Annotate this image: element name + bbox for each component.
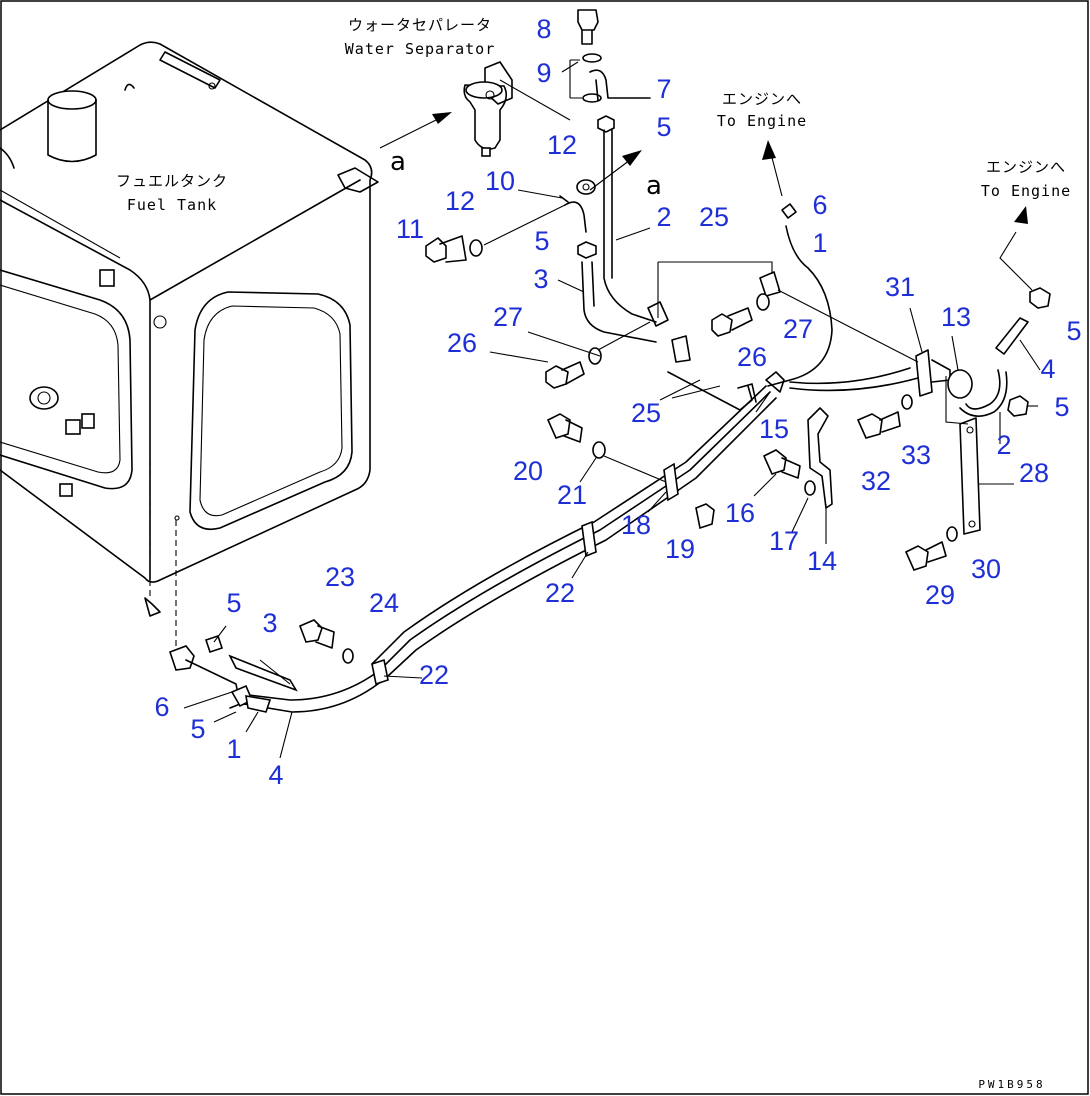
callout-5-top: 5: [656, 112, 671, 142]
callout-31: 31: [885, 272, 915, 302]
to-engine-jp-label-1: エンジンへ: [722, 90, 802, 108]
callout-3-bottom: 3: [262, 608, 277, 638]
callout-4-bottom: 4: [268, 760, 283, 790]
view-letter-2: a: [646, 171, 662, 201]
clamp-assembly: [545, 261, 919, 411]
callout-17: 17: [769, 526, 799, 556]
callout-12-mid: 12: [445, 186, 475, 216]
callout-21: 21: [557, 480, 587, 510]
callout-25-bottom: 25: [631, 398, 661, 428]
callout-14: 14: [807, 546, 837, 576]
view-arrows: [379, 112, 642, 191]
callout-18: 18: [621, 510, 651, 540]
callout-4-right: 4: [1040, 354, 1055, 384]
callout-13: 13: [941, 302, 971, 332]
callout-15: 15: [759, 414, 789, 444]
callout-28: 28: [1019, 458, 1049, 488]
water-separator: [463, 61, 571, 157]
to-engine-en-label-2: To Engine: [981, 182, 1071, 200]
callout-9: 9: [536, 58, 551, 88]
callout-1-top: 1: [812, 228, 827, 258]
fuel-hoses: [168, 140, 919, 713]
callout-20: 20: [513, 456, 543, 486]
callout-11: 11: [396, 214, 424, 244]
callout-27-right: 27: [783, 314, 813, 344]
view-letter-1: a: [390, 147, 406, 177]
drawing-code: PW1B958: [978, 1078, 1045, 1091]
callout-numbers: 8 9 7 5 12 10 12 11 5 2 25 6 1 3 27 26 2…: [154, 14, 1081, 790]
callout-10: 10: [485, 166, 515, 196]
callout-19: 19: [665, 534, 695, 564]
callout-5-mid: 5: [534, 226, 549, 256]
callout-12-top: 12: [547, 130, 577, 160]
fuel-tank-jp-label: フュエルタンク: [116, 172, 228, 190]
callout-5-right-top: 5: [1066, 316, 1081, 346]
callout-8: 8: [536, 14, 551, 44]
callout-6-top: 6: [812, 190, 827, 220]
fuel-tank: [0, 41, 379, 660]
callout-16: 16: [725, 498, 755, 528]
callout-2-right: 2: [996, 430, 1011, 460]
fuel-tank-en-label: Fuel Tank: [127, 196, 217, 214]
callout-1-bottom: 1: [226, 734, 241, 764]
callout-27-left: 27: [493, 302, 523, 332]
callout-5-right: 5: [1054, 392, 1069, 422]
callout-23: 23: [325, 562, 355, 592]
callout-26-right: 26: [737, 342, 767, 372]
callout-7: 7: [656, 74, 671, 104]
fittings-top: [425, 9, 657, 343]
callout-5-bottom: 5: [190, 714, 205, 744]
callout-25-top: 25: [699, 202, 729, 232]
callout-33: 33: [901, 440, 931, 470]
callout-22-bottom: 22: [419, 660, 449, 690]
water-separator-en-label: Water Separator: [345, 40, 495, 58]
callout-30: 30: [971, 554, 1001, 584]
to-engine-en-label-1: To Engine: [717, 112, 807, 130]
callout-3-top: 3: [533, 264, 548, 294]
to-engine-jp-label-2: エンジンへ: [986, 158, 1066, 176]
callout-2-top: 2: [656, 202, 671, 232]
callout-6-bottom: 6: [154, 692, 169, 722]
water-separator-jp-label: ウォータセパレータ: [348, 16, 492, 34]
right-assembly: [856, 206, 1051, 571]
callout-24: 24: [369, 588, 399, 618]
callout-32: 32: [861, 466, 891, 496]
callout-29: 29: [925, 580, 955, 610]
leader-lines: [183, 61, 1041, 759]
callout-26-left: 26: [447, 328, 477, 358]
callout-22-mid: 22: [545, 578, 575, 608]
callout-5-bottom-top: 5: [226, 588, 241, 618]
